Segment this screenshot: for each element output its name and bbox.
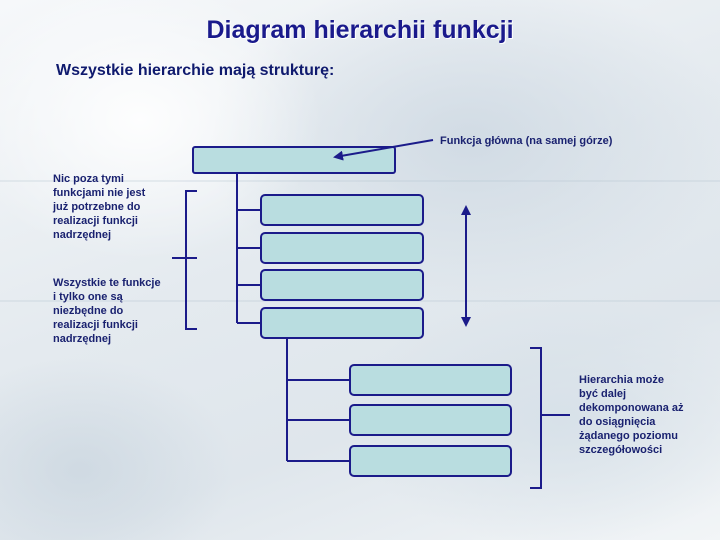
left-bracket <box>172 190 197 330</box>
function-box-level2[interactable] <box>349 364 512 396</box>
top-function-arrow <box>333 139 434 161</box>
right-bracket <box>530 347 570 489</box>
background-stripe <box>0 180 720 182</box>
annotation-necessary: Wszystkie te funkcje i tylko one są niez… <box>53 277 161 345</box>
function-box-top[interactable] <box>192 146 396 174</box>
function-box-level2[interactable] <box>349 404 512 436</box>
annotation-top-function: Funkcja główna (na samej górze) <box>440 135 613 147</box>
function-box-level1[interactable] <box>260 194 424 226</box>
level2-connectors <box>286 338 350 462</box>
function-box-level1[interactable] <box>260 269 424 301</box>
function-box-level1[interactable] <box>260 307 424 339</box>
page-title: Diagram hierarchii funkcji <box>206 16 514 44</box>
level1-connectors <box>236 173 261 324</box>
annotation-unnecessary: Nic poza tymi funkcjami nie jest już pot… <box>53 173 146 241</box>
function-box-level1[interactable] <box>260 232 424 264</box>
page-subtitle: Wszystkie hierarchie mają strukturę: <box>56 62 335 79</box>
function-box-level2[interactable] <box>349 445 512 477</box>
annotation-decomposition: Hierarchia może być dalej dekomponowana … <box>579 374 684 456</box>
